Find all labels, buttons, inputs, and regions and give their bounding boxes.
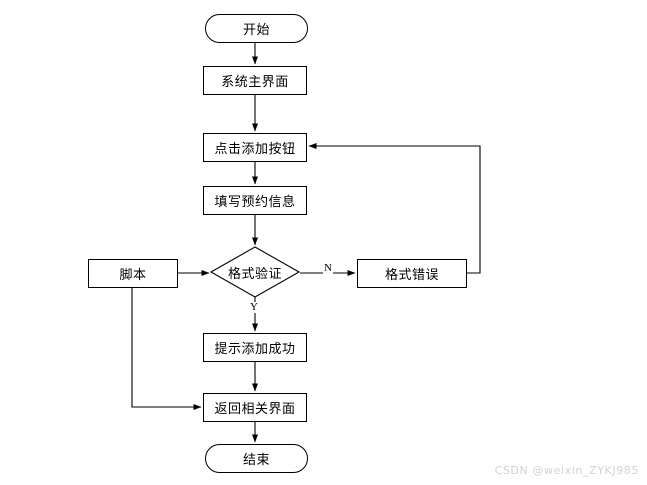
node-return-ui-label: 返回相关界面 — [214, 401, 296, 416]
node-end[interactable]: 结束 — [205, 444, 308, 473]
node-end-label: 结束 — [242, 452, 270, 467]
watermark-text: CSDN @weixin_ZYKJ985 — [494, 464, 639, 477]
edge-label-yes: Y — [249, 301, 259, 313]
node-success-tip-label: 提示添加成功 — [214, 341, 296, 356]
node-script[interactable]: 脚本 — [88, 259, 178, 288]
node-validate-label: 格式验证 — [227, 265, 282, 281]
node-click-add-label: 点击添加按钮 — [214, 141, 296, 156]
node-format-error[interactable]: 格式错误 — [357, 259, 467, 288]
node-click-add[interactable]: 点击添加按钮 — [203, 133, 307, 162]
edge-script-to-return-ui — [131, 288, 202, 410]
node-start-label: 开始 — [242, 22, 270, 37]
node-success-tip[interactable]: 提示添加成功 — [203, 333, 307, 362]
node-main-ui-label: 系统主界面 — [221, 74, 289, 89]
node-validate[interactable]: 格式验证 — [209, 246, 301, 298]
node-fill-info[interactable]: 填写预约信息 — [203, 186, 307, 215]
edge-format-error-to-click-add — [308, 143, 481, 274]
node-format-error-label: 格式错误 — [384, 267, 439, 282]
node-return-ui[interactable]: 返回相关界面 — [203, 393, 307, 422]
node-start[interactable]: 开始 — [205, 14, 308, 43]
node-fill-info-label: 填写预约信息 — [214, 194, 296, 209]
edge-label-no: N — [323, 262, 333, 274]
node-main-ui[interactable]: 系统主界面 — [203, 66, 307, 95]
node-script-label: 脚本 — [119, 267, 147, 282]
